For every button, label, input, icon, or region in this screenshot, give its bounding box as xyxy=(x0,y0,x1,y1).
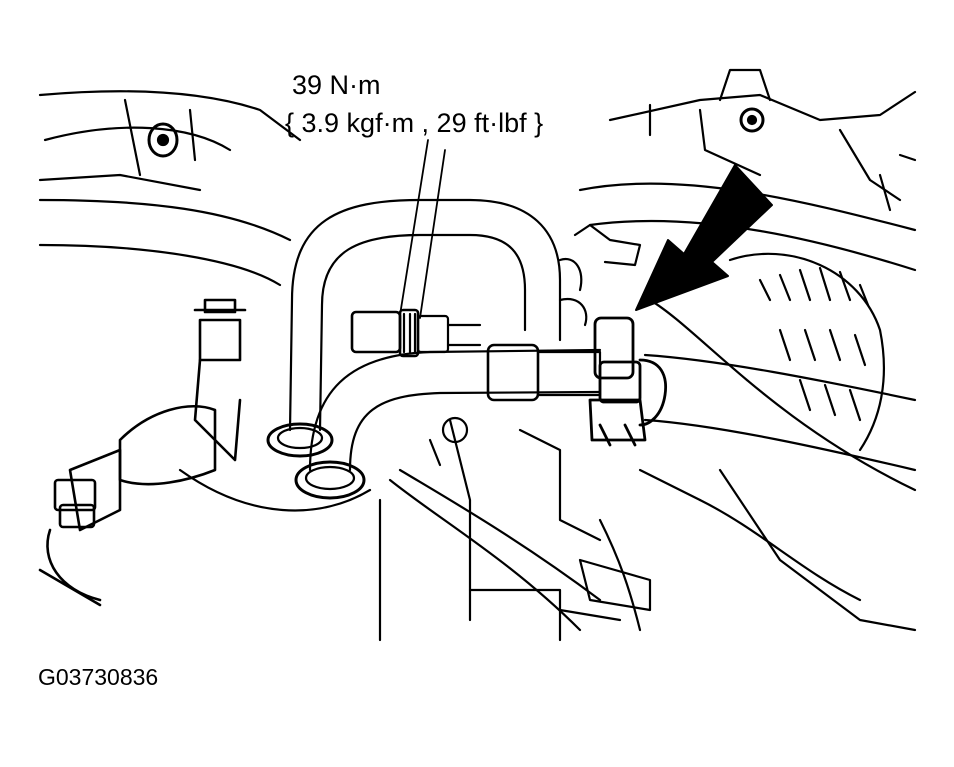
left-sensor-connector xyxy=(38,298,247,607)
torque-alt-units-label: { 3.9 kgf·m , 29 ft·lbf } xyxy=(285,108,544,138)
upper-bracket-right xyxy=(608,68,917,212)
u-hose xyxy=(266,198,562,458)
lower-engine-block xyxy=(178,416,917,642)
figure-code-label: G03730836 xyxy=(38,664,159,690)
arrow-icon xyxy=(635,164,773,311)
torque-leader-lines xyxy=(399,139,446,319)
torque-value-label: 39 N·m xyxy=(292,70,381,100)
hose-clamp xyxy=(588,316,668,447)
torque-fitting xyxy=(350,308,482,358)
upper-clamp xyxy=(558,223,642,327)
alternator xyxy=(728,252,886,452)
right-hose xyxy=(643,298,917,492)
upper-bracket-left xyxy=(38,90,302,192)
